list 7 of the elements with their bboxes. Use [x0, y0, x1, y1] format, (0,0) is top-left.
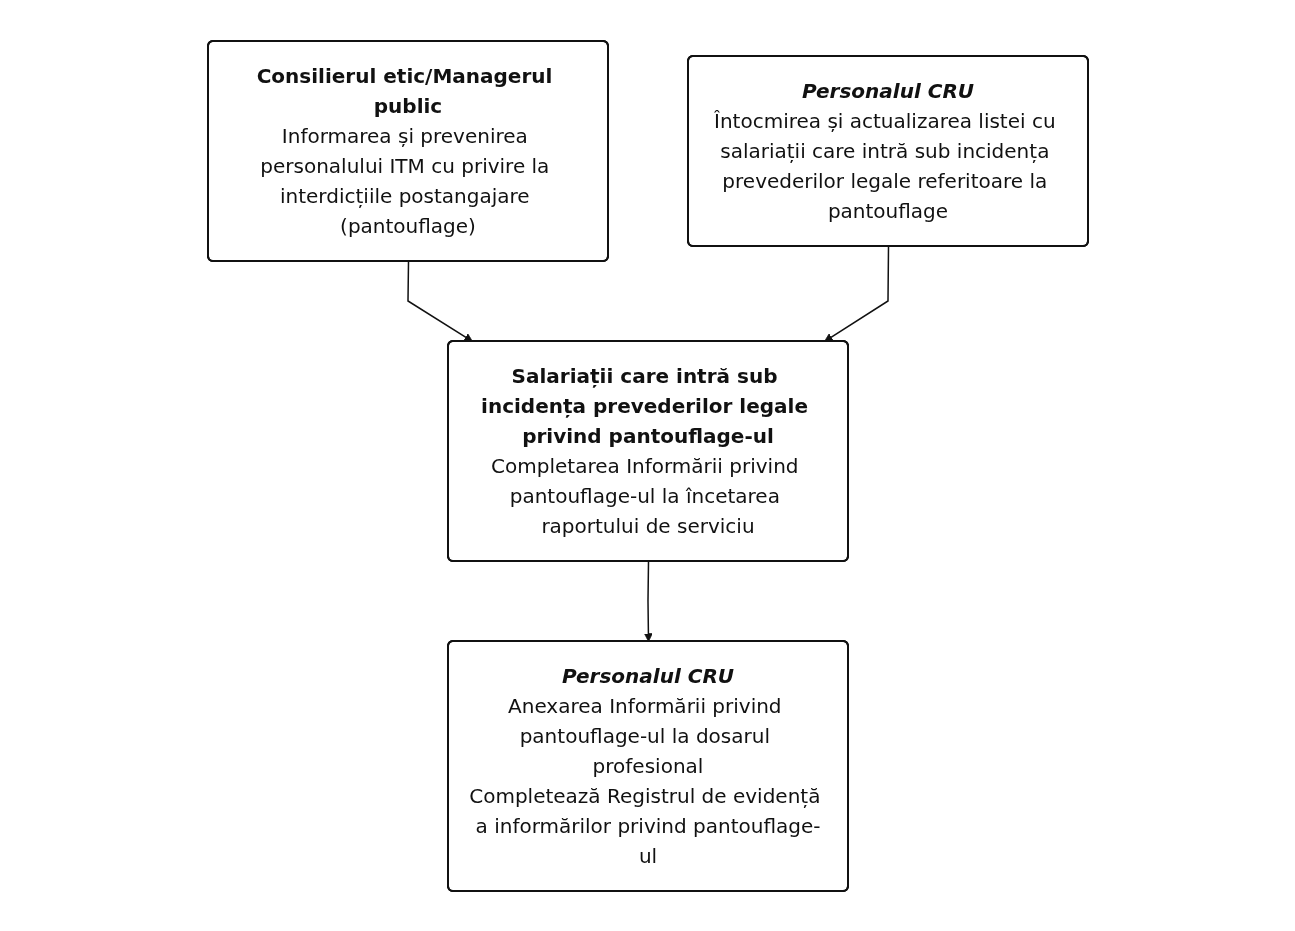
arrow: [643, 560, 653, 642]
node-text: Salariații care intră sub incidența prevederilor legale privind pantouflage-ul Completarea Informării privind pantouflage-ul la încetarea raportului de serviciu: [480, 363, 808, 538]
node-text: Consilierul etic/Managerul public Informarea și prevenirea personalului ITM cu privire la interdicțiile postangajare (pantouflage): [256, 63, 552, 238]
arrow: [406, 260, 473, 342]
node-text: Personalul CRU Întocmirea și actualizarea listei cu salariații care intră sub incidența prevederilor legale referitoare la pantouflage: [713, 78, 1056, 223]
arrow: [823, 245, 889, 342]
node-text: Personalul CRU Anexarea Informării privind pantouflage-ul la dosarul profesional Completează Registrul de evidență a informărilor privind pantouflage-ul: [468, 663, 820, 868]
